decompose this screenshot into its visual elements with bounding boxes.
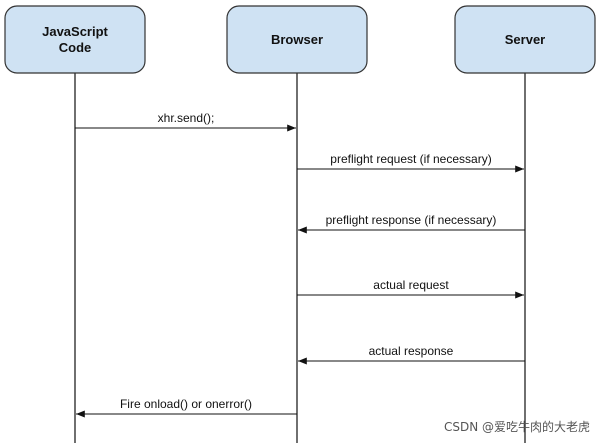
message: Fire onload() or onerror() bbox=[76, 397, 297, 418]
message-label: xhr.send(); bbox=[158, 111, 215, 125]
participant-browser: Browser bbox=[226, 5, 368, 74]
message: actual request bbox=[297, 278, 524, 299]
message-label: preflight response (if necessary) bbox=[326, 213, 497, 227]
participant-label: Code bbox=[59, 40, 92, 55]
participant-server: Server bbox=[454, 5, 596, 74]
participant-label: Browser bbox=[271, 32, 323, 47]
message-label: actual response bbox=[369, 344, 454, 358]
message: actual response bbox=[298, 344, 525, 365]
message: preflight request (if necessary) bbox=[297, 152, 524, 173]
watermark: CSDN @爱吃牛肉的大老虎 bbox=[443, 420, 590, 434]
message: xhr.send(); bbox=[75, 111, 296, 132]
message-label: actual request bbox=[373, 278, 449, 292]
message-label: Fire onload() or onerror() bbox=[120, 397, 252, 411]
message-label: preflight request (if necessary) bbox=[330, 152, 491, 166]
message: preflight response (if necessary) bbox=[298, 213, 525, 234]
participant-box bbox=[454, 5, 596, 74]
participant-label: JavaScript bbox=[42, 24, 108, 39]
participant-box bbox=[226, 5, 368, 74]
participant-box bbox=[4, 5, 146, 74]
participant-label: Server bbox=[505, 32, 545, 47]
